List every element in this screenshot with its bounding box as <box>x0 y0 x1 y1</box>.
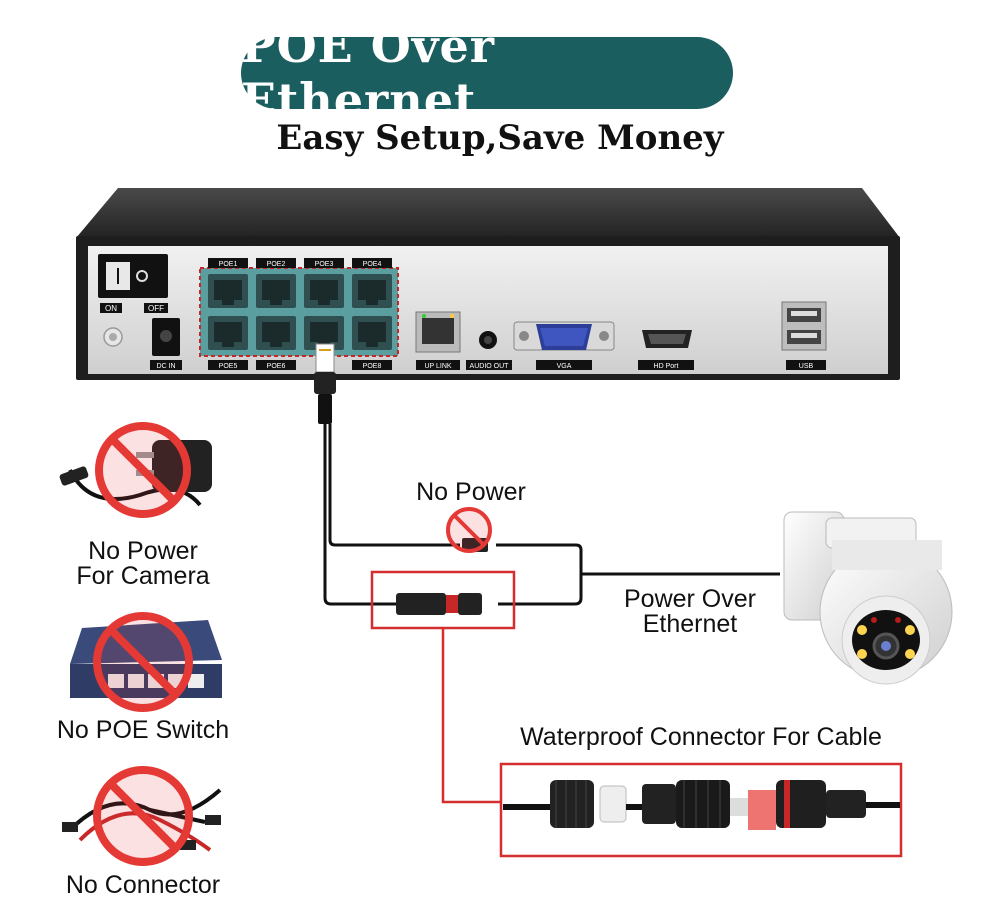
ethernet-plug <box>314 343 336 424</box>
vga-label: VGA <box>557 363 572 370</box>
power-switch[interactable] <box>98 254 168 298</box>
poe-port-5 <box>208 316 248 350</box>
poe-port-6 <box>256 316 296 350</box>
no-poe-switch-label: No POE Switch <box>56 716 230 744</box>
waterproof-connector-small <box>396 593 482 615</box>
off-label: OFF <box>148 304 164 313</box>
poe-port-label: POE2 <box>267 261 286 268</box>
ethernet-cable <box>323 424 780 606</box>
no-dc-plug-icon <box>446 507 492 553</box>
nvr-device: ON OFF DC IN POE1 POE2 POE3 POE4 POE5 POE6 PO… <box>76 188 900 380</box>
poe-port-4 <box>352 274 392 308</box>
poe-port-1 <box>208 274 248 308</box>
no-connector-label: No Connector <box>65 871 221 899</box>
prohibit-icon <box>93 766 193 866</box>
poe-port-3 <box>304 274 344 308</box>
page-title: POE Over Ethernet <box>241 19 496 127</box>
poe-port-8 <box>352 316 392 350</box>
prohibit-icon <box>93 612 193 712</box>
no-power-label: No Power <box>416 478 526 506</box>
left-label-line1: No Power <box>88 537 198 565</box>
waterproof-connector-large <box>503 780 900 830</box>
title-banner: POE Over Ethernet <box>241 19 733 127</box>
poe-label-line1: Power Over <box>624 585 756 613</box>
poe-port-label: POE3 <box>315 261 334 268</box>
ptz-camera-icon <box>783 511 953 685</box>
usb-label: USB <box>799 363 814 370</box>
audio-out-label: AUDIO OUT <box>470 363 510 370</box>
vga-port <box>513 321 615 351</box>
poe-port-label: POE8 <box>363 363 382 370</box>
usb-ports <box>781 301 827 351</box>
poe-port-2 <box>256 274 296 308</box>
power-adapter-icon <box>59 440 212 507</box>
hd-port-label: HD Port <box>654 363 679 370</box>
poe-port-label: POE6 <box>267 363 286 370</box>
hd-port <box>642 330 692 348</box>
page-subtitle: Easy Setup,Save Money <box>276 118 724 158</box>
on-label: ON <box>105 304 117 313</box>
waterproof-connector-box <box>499 762 903 858</box>
left-label-line2: For Camera <box>76 562 210 590</box>
prohibit-icon <box>95 422 191 518</box>
uplink-label: UP LINK <box>424 363 451 370</box>
poe-port-label: POE5 <box>219 363 238 370</box>
callout-line <box>441 628 502 804</box>
poe-port-label: POE4 <box>363 261 382 268</box>
poe-label-line2: Ethernet <box>643 610 738 638</box>
waterproof-label: Waterproof Connector For Cable <box>520 723 882 751</box>
poe-port-label: POE1 <box>219 261 238 268</box>
dc-in-label: DC IN <box>156 363 175 370</box>
no-power-camera-label: No Power For Camera <box>40 539 246 589</box>
